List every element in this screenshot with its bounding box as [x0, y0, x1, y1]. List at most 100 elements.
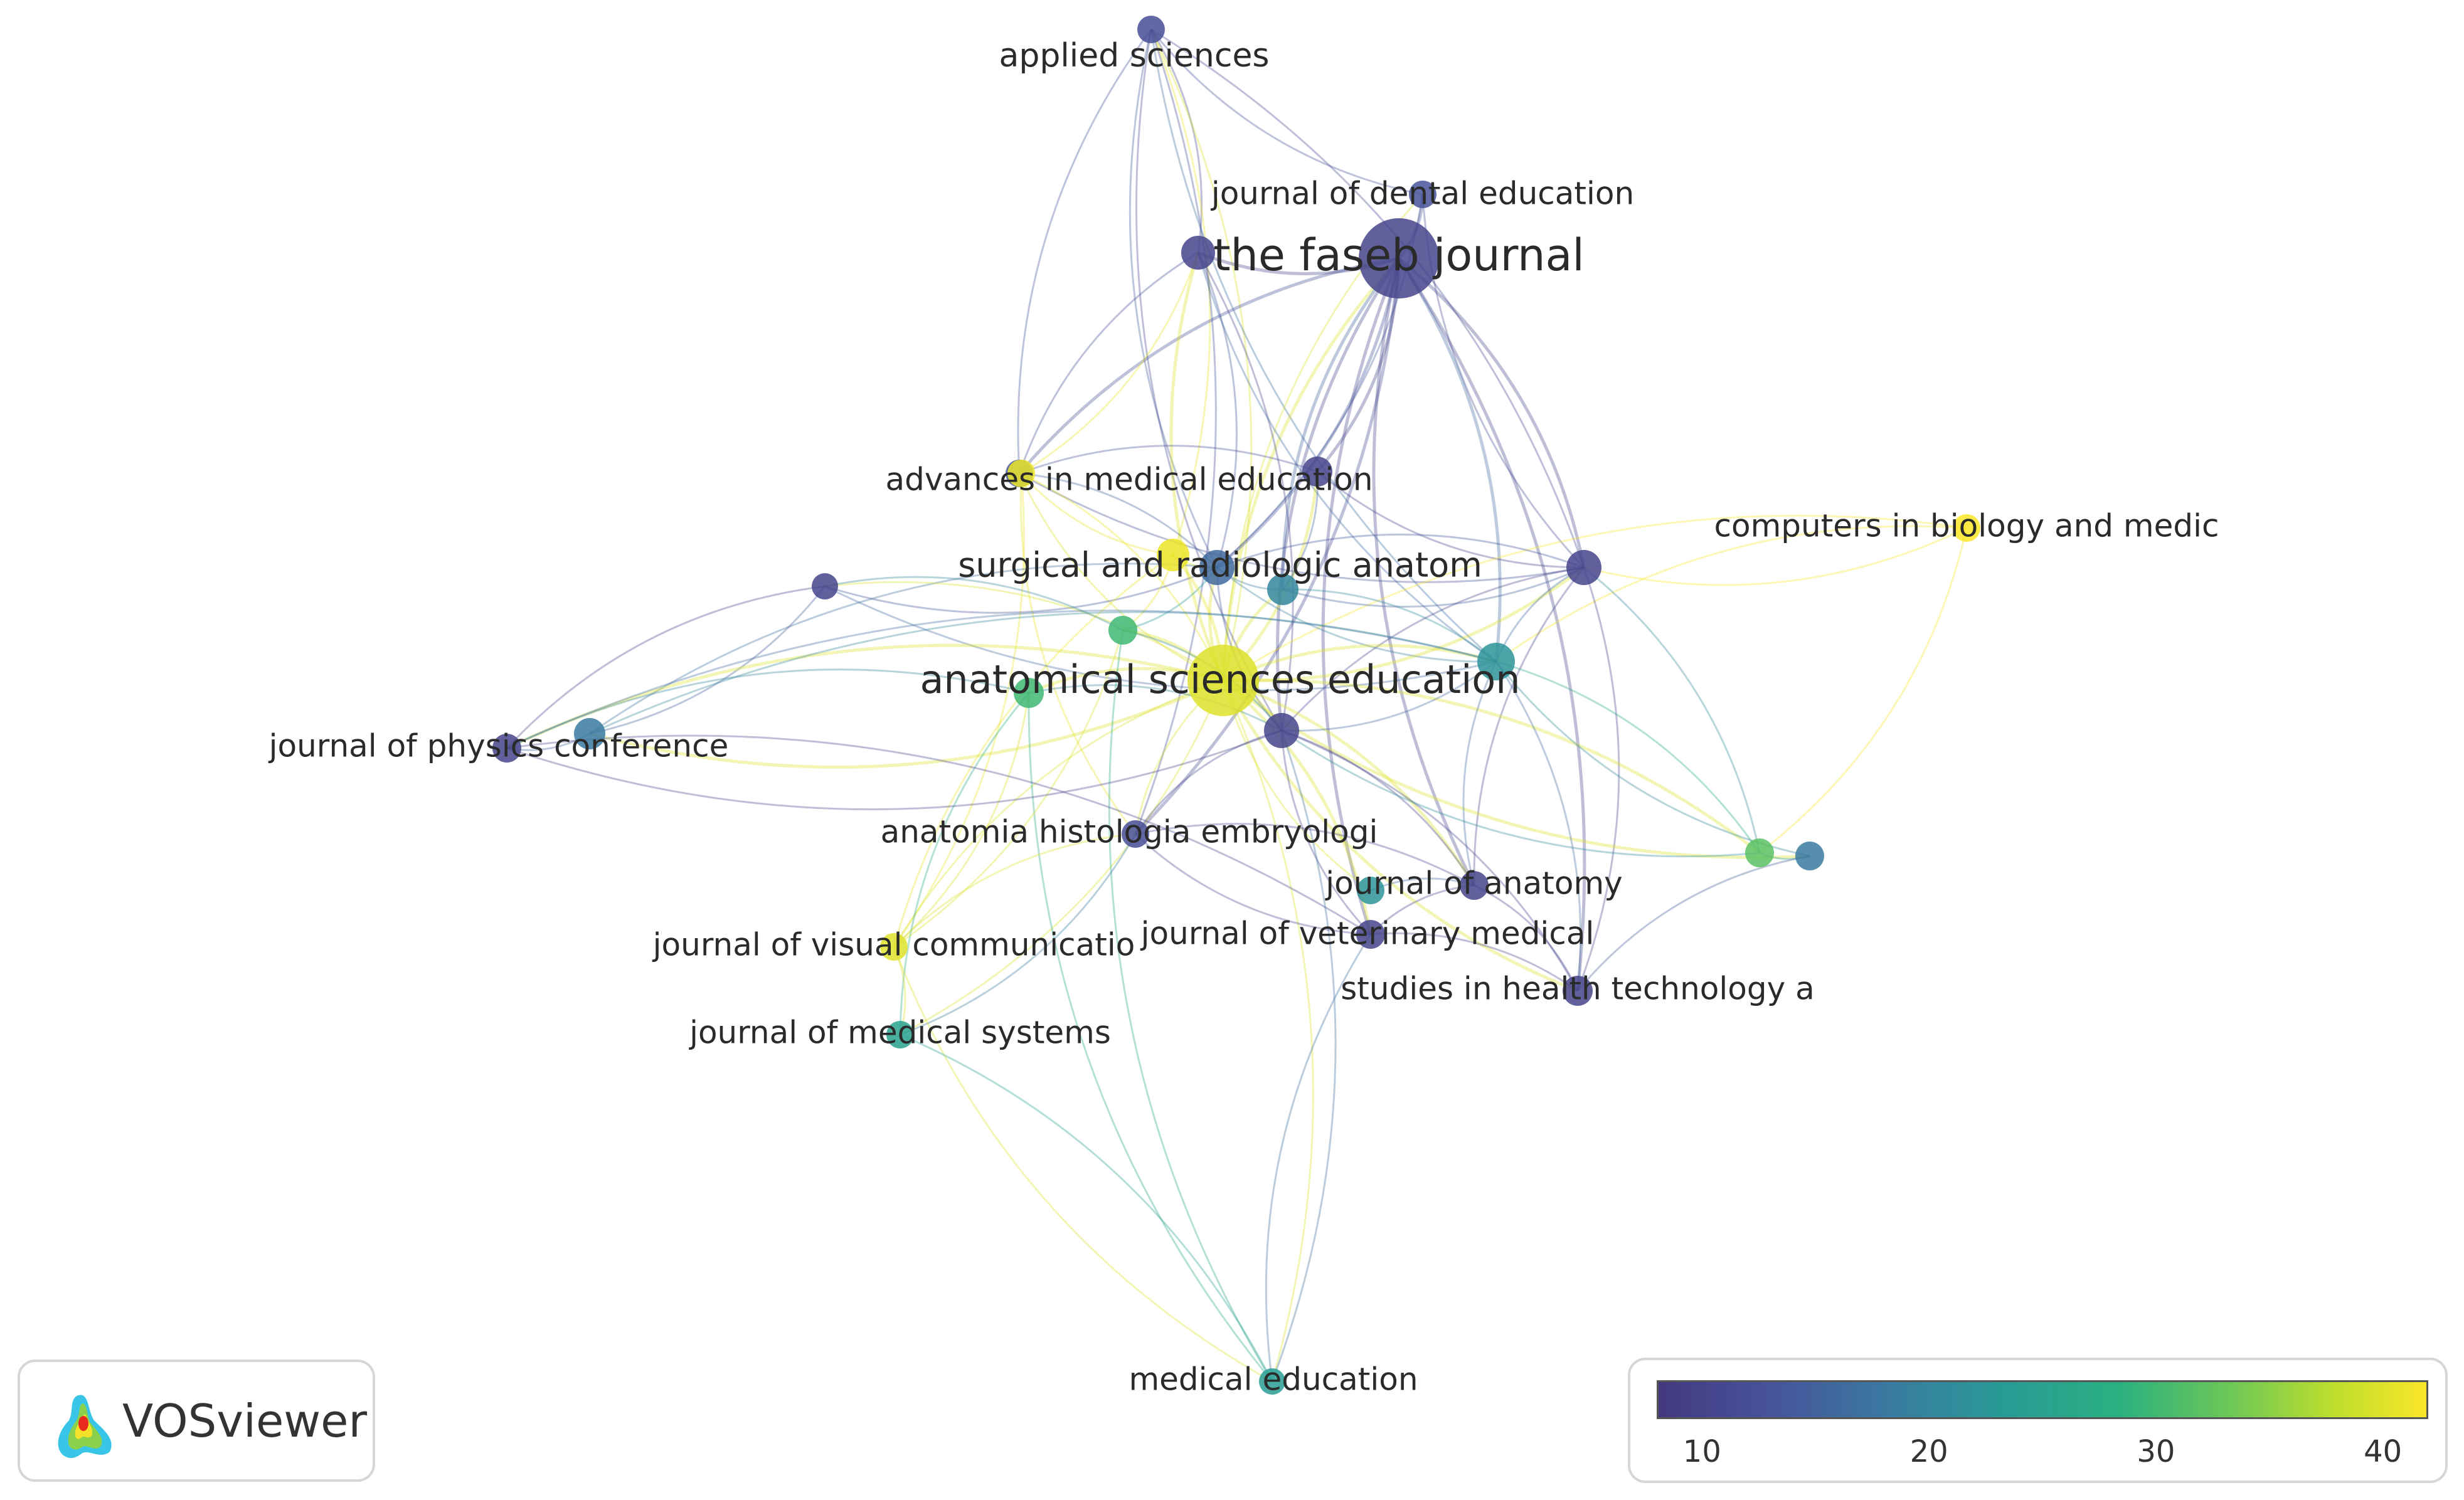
- link-right_p-jana: [1473, 567, 1585, 886]
- node-medsys[interactable]: [886, 1021, 914, 1048]
- link-anat_t-far_t: [1495, 661, 1810, 857]
- link-anat_t-studies: [1495, 661, 1582, 991]
- link-anat-visual: [893, 679, 1224, 948]
- link-anat_g-medsys: [899, 692, 1030, 1035]
- link-computers-anat: [1223, 514, 1967, 682]
- node-applied[interactable]: [1137, 16, 1165, 43]
- link-surgical-phys_t: [589, 562, 1218, 735]
- node-label-advances[interactable]: advances in medical education: [885, 462, 1373, 498]
- link-surgical-right_p: [1216, 533, 1585, 569]
- node-label-studies[interactable]: studies in health technology a: [1341, 971, 1815, 1007]
- link-computers-far_g: [1759, 527, 1968, 854]
- link-applied-surg_y: [1150, 29, 1211, 556]
- node-surg_y[interactable]: [1157, 539, 1189, 571]
- link-histol-visual: [893, 833, 1136, 948]
- link-anat-far_t: [1222, 679, 1810, 859]
- link-faseb2-anat_t: [1197, 252, 1497, 663]
- node-label-computers[interactable]: computers in biology and medic: [1714, 508, 2219, 544]
- node-faseb2[interactable]: [1181, 236, 1215, 270]
- color-scale-tick: 10: [1682, 1434, 1721, 1469]
- link-histol-vet: [1134, 833, 1371, 936]
- node-visual[interactable]: [880, 933, 908, 961]
- link-faseb2-surgical: [1197, 252, 1238, 568]
- link-surgical-anat_t: [1216, 566, 1497, 663]
- link-left_p-mid_g: [824, 576, 1123, 631]
- link-anat_t-far_g: [1495, 660, 1761, 853]
- node-physics[interactable]: [492, 734, 521, 763]
- link-histol-medsys: [900, 833, 1137, 1036]
- link-anat-physics: [506, 643, 1224, 750]
- link-anat-jana: [1223, 679, 1476, 887]
- node-histol[interactable]: [1122, 820, 1149, 848]
- link-faseb-histol: [1134, 258, 1401, 835]
- node-label-meded[interactable]: medical education: [1128, 1361, 1418, 1398]
- link-faseb-right_p: [1398, 257, 1586, 568]
- link-faseb-vet: [1321, 258, 1401, 935]
- link-left_p-physics: [506, 585, 826, 749]
- link-right_p-center_p: [1280, 566, 1585, 732]
- link-jana-studies: [1474, 884, 1579, 991]
- node-label-physics[interactable]: journal of physics conference: [268, 728, 729, 764]
- node-anat_g[interactable]: [1014, 678, 1044, 708]
- node-label-faseb[interactable]: the faseb journal: [1213, 230, 1585, 281]
- node-label-applied[interactable]: applied sciences: [999, 37, 1269, 75]
- node-phys_t[interactable]: [574, 718, 605, 749]
- node-label-dental[interactable]: journal of dental education: [1211, 176, 1634, 212]
- link-adv_y-anat: [1021, 472, 1224, 681]
- link-faseb-surg_t: [1281, 257, 1400, 590]
- link-vet-meded: [1265, 934, 1372, 1382]
- node-studies[interactable]: [1563, 976, 1593, 1006]
- link-advances-adv_p: [1019, 445, 1318, 475]
- node-meded[interactable]: [1259, 1368, 1285, 1395]
- node-label-surgical[interactable]: surgical and radiologic anatom: [958, 546, 1482, 585]
- link-center_p-studies: [1281, 729, 1579, 991]
- node-jana[interactable]: [1460, 871, 1489, 900]
- node-anat_t[interactable]: [1477, 643, 1515, 680]
- node-adv_p[interactable]: [1302, 457, 1332, 487]
- link-adv_p-surg_t: [1282, 471, 1319, 590]
- node-dental[interactable]: [1409, 181, 1436, 208]
- link-right_p-far_g: [1583, 566, 1761, 853]
- link-anat_g-center_p: [1028, 684, 1282, 732]
- color-scale-bar: [1657, 1380, 2428, 1419]
- node-adv_y[interactable]: [1007, 460, 1035, 487]
- node-surg_t[interactable]: [1267, 574, 1298, 605]
- node-label-vet[interactable]: journal of veterinary medical: [1140, 916, 1595, 952]
- node-jana_t[interactable]: [1357, 877, 1384, 904]
- link-anat_g-visual: [893, 692, 1030, 948]
- link-center_p-histol: [1134, 729, 1282, 835]
- node-surgical[interactable]: [1199, 550, 1235, 585]
- vosviewer-logo-text: VOSviewer: [122, 1395, 368, 1447]
- link-faseb-anat_t: [1397, 257, 1502, 662]
- node-label-visual[interactable]: journal of visual communicatio: [652, 927, 1135, 963]
- link-anat-medsys: [900, 680, 1224, 1036]
- node-anat[interactable]: [1187, 645, 1259, 716]
- node-left_p[interactable]: [812, 573, 838, 599]
- link-phys_t-anat_t: [589, 611, 1497, 735]
- link-applied-anat_t: [1150, 29, 1497, 663]
- link-visual-meded: [893, 946, 1273, 1383]
- link-center_p-far_g: [1281, 729, 1760, 858]
- link-anat_g-physics: [506, 668, 1029, 749]
- link-anat-anat_t: [1222, 643, 1497, 682]
- node-label-anat[interactable]: anatomical sciences education: [920, 657, 1520, 702]
- node-faseb[interactable]: [1359, 218, 1439, 298]
- link-surg_t-right_p: [1282, 566, 1585, 608]
- node-vet[interactable]: [1356, 920, 1385, 949]
- link-faseb2-advances: [1018, 251, 1199, 474]
- node-right_p[interactable]: [1566, 550, 1601, 585]
- node-far_g[interactable]: [1745, 838, 1774, 867]
- node-mid_g[interactable]: [1108, 616, 1137, 645]
- link-computers-right_p: [1583, 527, 1967, 586]
- link-computers-anat_t: [1495, 525, 1967, 663]
- node-far_t[interactable]: [1795, 842, 1824, 870]
- color-scale-tick: 20: [1909, 1434, 1948, 1469]
- node-center_p[interactable]: [1264, 713, 1299, 748]
- node-label-jana[interactable]: journal of anatomy: [1325, 865, 1623, 902]
- node-computers[interactable]: [1953, 514, 1980, 542]
- link-faseb-advances: [1018, 256, 1399, 475]
- node-label-medsys[interactable]: journal of medical systems: [689, 1015, 1111, 1051]
- node-label-histol[interactable]: anatomia histologia embryologi: [881, 814, 1378, 850]
